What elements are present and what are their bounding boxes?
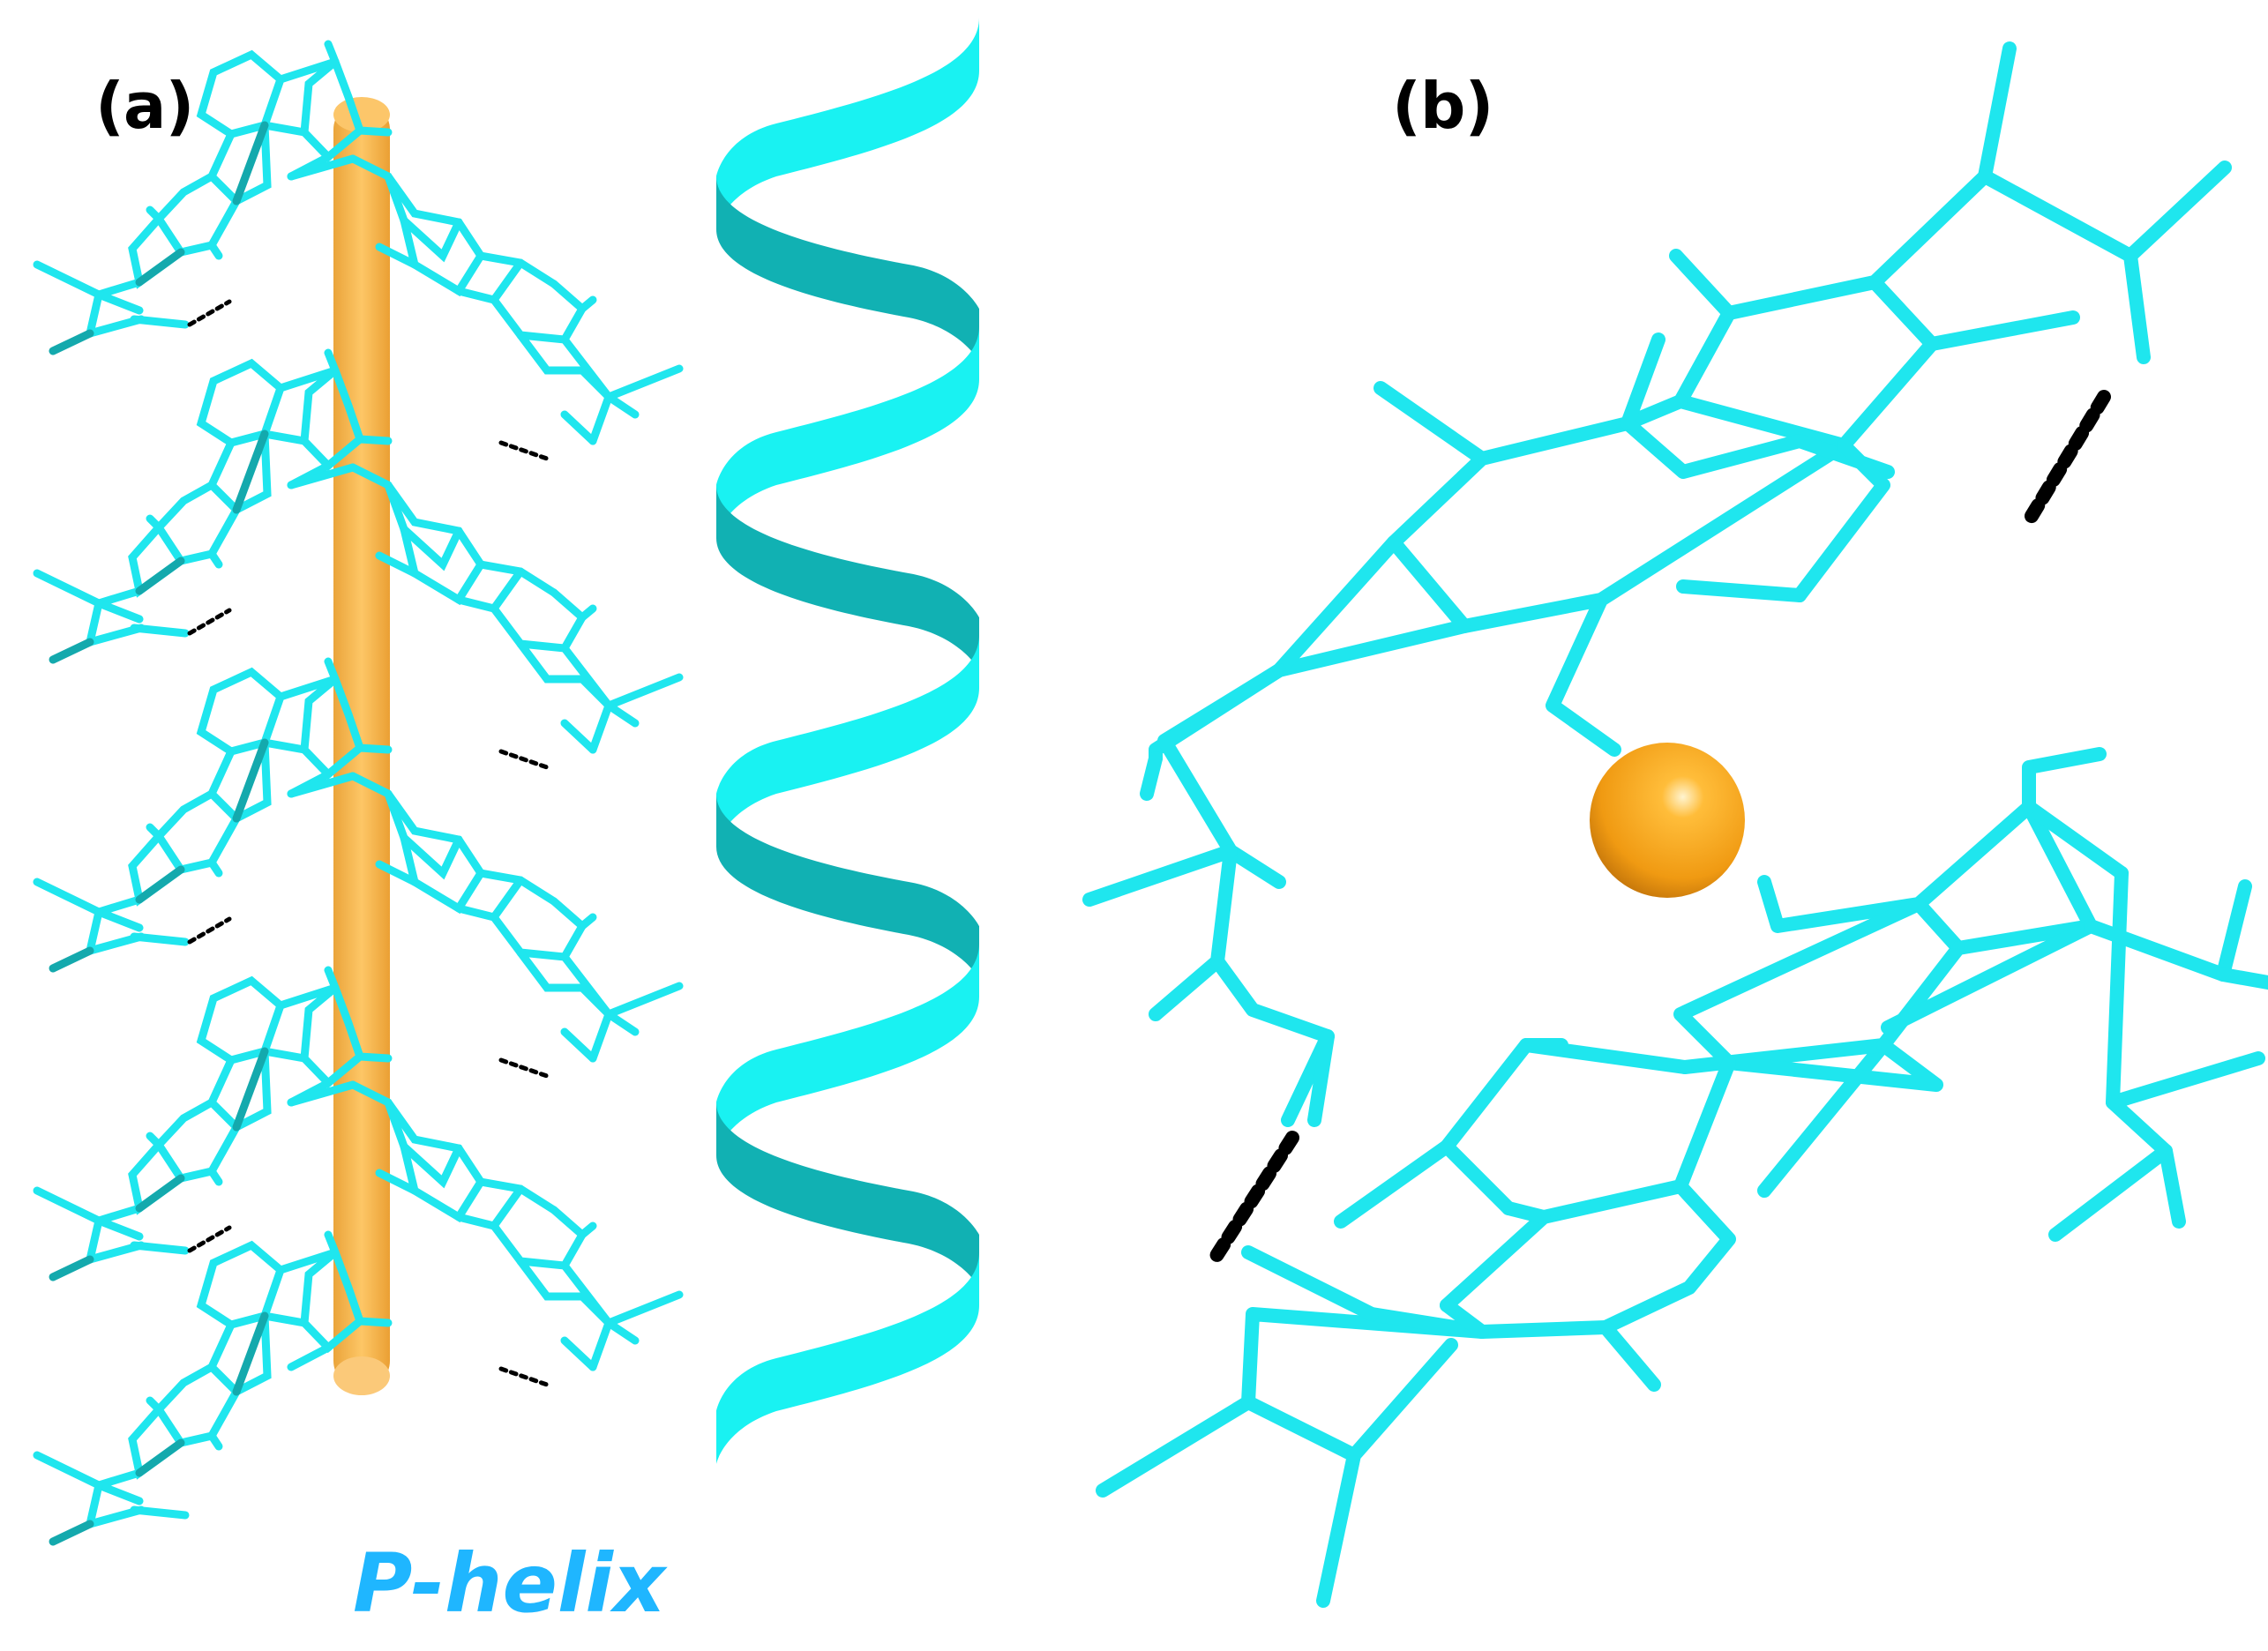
panel-label-a: (a)	[95, 69, 194, 143]
cation-sphere	[1590, 743, 1745, 898]
dimer-close-up	[1082, 41, 2268, 1608]
helix-ribbon	[716, 18, 979, 1464]
hbond-dashes-b	[1206, 390, 2111, 1268]
panel-label-b: (b)	[1392, 69, 1493, 143]
helix-caption: P-helix	[353, 1536, 666, 1631]
